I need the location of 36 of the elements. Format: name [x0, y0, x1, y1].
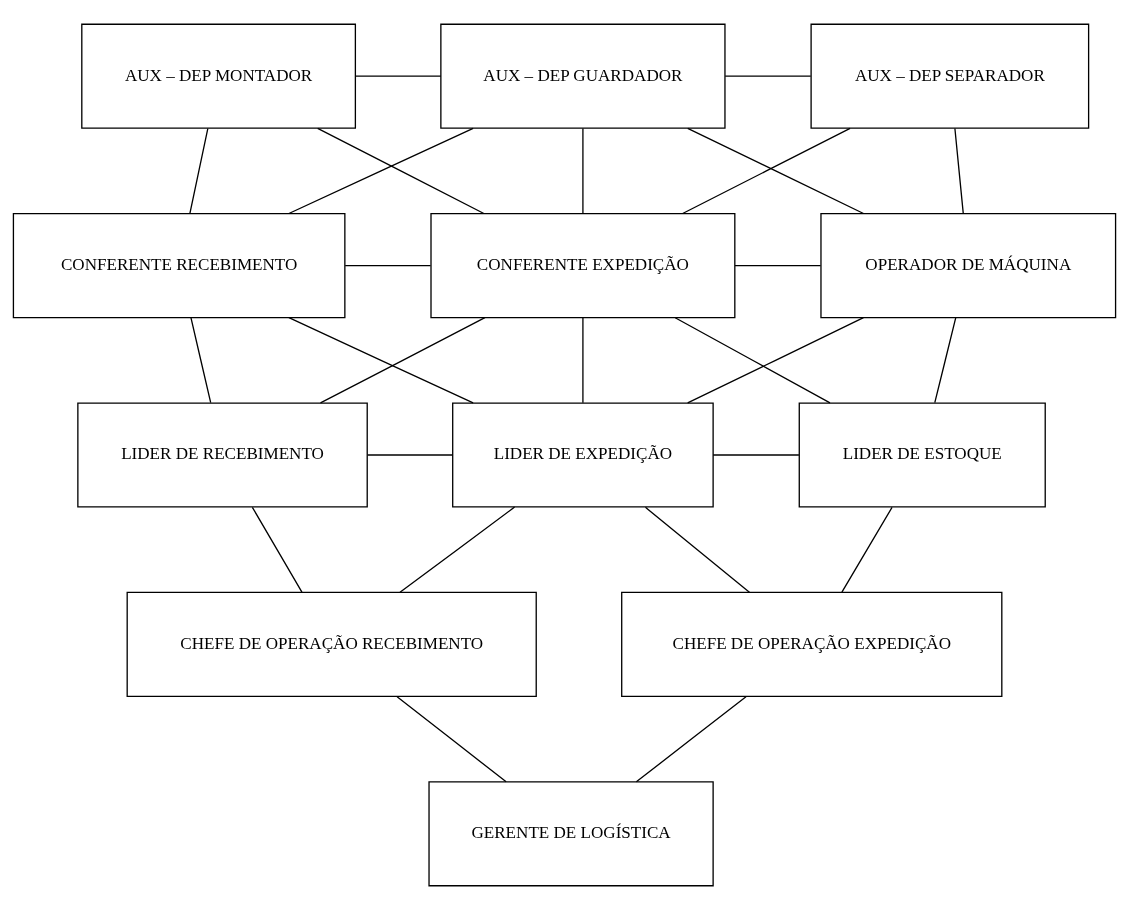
connector	[954, 127, 964, 214]
connector	[644, 506, 751, 593]
connector	[582, 127, 584, 214]
connector	[934, 316, 957, 403]
node-box: CHEFE DE OPERAÇÃO RECEBIMENTO	[126, 591, 537, 697]
connector	[724, 75, 812, 77]
node-box: LIDER DE RECEBIMENTO	[77, 401, 368, 508]
connector	[288, 316, 474, 404]
node-box: AUX – DEP SEPARADOR	[810, 23, 1090, 129]
connector	[841, 506, 893, 593]
connector	[712, 453, 800, 456]
node-box: LIDER DE ESTOQUE	[798, 401, 1046, 508]
connector	[687, 316, 865, 404]
connector	[399, 505, 516, 593]
connector	[582, 316, 584, 403]
node-box: OPERADOR DE MÁQUINA	[820, 212, 1117, 318]
connector	[319, 316, 486, 404]
node-box: CONFERENTE RECEBIMENTO	[12, 212, 346, 318]
node-box: LIDER DE EXPEDIÇÃO	[452, 401, 714, 508]
node-box: CONFERENTE EXPEDIÇÃO	[430, 212, 736, 318]
node-box: AUX – DEP GUARDADOR	[440, 23, 726, 129]
connector	[317, 127, 485, 214]
connector	[251, 506, 303, 593]
connector	[366, 453, 454, 456]
connector	[288, 127, 474, 214]
connector	[190, 316, 212, 403]
node-box: GERENTE DE LOGÍSTICA	[428, 780, 714, 886]
connector	[354, 75, 442, 77]
connector	[734, 264, 822, 266]
connector	[635, 695, 747, 782]
node-box: AUX – DEP MONTADOR	[81, 23, 357, 129]
connector	[344, 264, 432, 266]
connector	[674, 316, 831, 404]
connector	[189, 127, 209, 214]
connector	[396, 695, 507, 782]
node-box: CHEFE DE OPERAÇÃO EXPEDIÇÃO	[621, 591, 1003, 697]
